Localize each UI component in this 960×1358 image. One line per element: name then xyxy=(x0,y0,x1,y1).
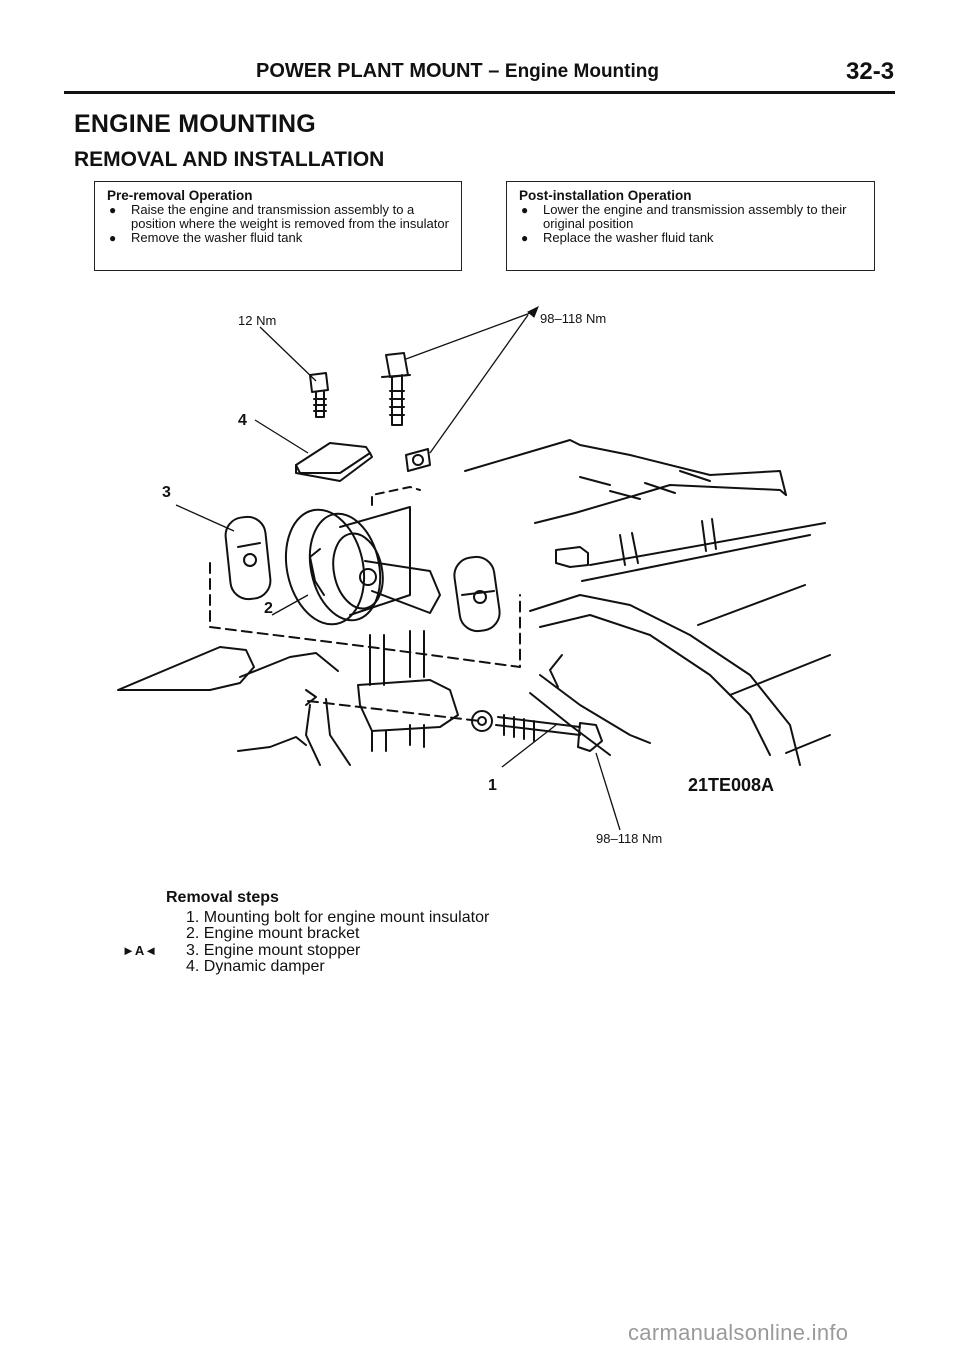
bolt-12nm xyxy=(309,372,329,393)
post-installation-title: Post-installation Operation xyxy=(519,188,692,203)
pre-removal-item-text: Raise the engine and transmission assemb… xyxy=(131,202,449,231)
mount-bracket xyxy=(284,508,366,626)
removal-steps: Removal steps 1. Mounting bolt for engin… xyxy=(122,889,490,976)
callout-2: 2 xyxy=(264,600,273,617)
removal-step: 2. Engine mount bracket xyxy=(186,925,360,942)
page-number: 32-3 xyxy=(846,58,895,85)
page-subtitle: REMOVAL AND INSTALLATION xyxy=(74,148,385,171)
post-installation-item-text: Replace the washer fluid tank xyxy=(543,230,714,245)
header-rule xyxy=(64,91,895,94)
removal-step-text: 3. Engine mount stopper xyxy=(186,941,361,959)
figure-code: 21TE008A xyxy=(688,775,774,795)
pre-removal-item: ● Remove the washer fluid tank xyxy=(107,230,451,246)
bullet-icon: ● xyxy=(109,231,117,245)
callout-3: 3 xyxy=(162,484,171,501)
pre-removal-item-text: Remove the washer fluid tank xyxy=(131,230,303,245)
torque-label-top-right: 98–118 Nm xyxy=(540,311,606,326)
subsection-title: Engine Mounting xyxy=(504,61,659,82)
section-header: POWER PLANT MOUNT – Engine Mounting xyxy=(256,60,659,83)
pre-removal-title: Pre-removal Operation xyxy=(107,188,253,203)
bullet-icon: ● xyxy=(521,231,529,245)
header-separator: – xyxy=(488,60,500,82)
chassis-outline xyxy=(117,646,255,691)
removal-step: 4. Dynamic damper xyxy=(186,958,325,975)
bullet-icon: ● xyxy=(109,203,117,217)
pre-removal-box: Pre-removal Operation ● Raise the engine… xyxy=(94,181,462,271)
bolt-98-118-top xyxy=(385,352,409,378)
torque-label-bottom: 98–118 Nm xyxy=(596,831,662,846)
bullet-icon: ● xyxy=(521,203,529,217)
engine-outline xyxy=(464,439,787,496)
removal-steps-title: Removal steps xyxy=(166,889,279,906)
torque-label-12nm: 12 Nm xyxy=(238,313,276,328)
callout-4: 4 xyxy=(238,412,247,429)
post-installation-box: Post-installation Operation ● Lower the … xyxy=(506,181,875,271)
mounting-bolt xyxy=(495,724,581,736)
engine-mount-diagram: 12 Nm 98–118 Nm 4 3 2 1 21TE008A 98–118 … xyxy=(117,305,831,846)
post-installation-item: ● Lower the engine and transmission asse… xyxy=(519,203,864,231)
section-title: POWER PLANT MOUNT xyxy=(256,60,483,82)
watermark: carmanualsonline.info xyxy=(628,1320,849,1345)
removal-step-marked: ►A◄ 3. Engine mount stopper xyxy=(122,941,489,960)
post-installation-item-text: Lower the engine and transmission assemb… xyxy=(543,202,847,231)
removal-step: 1. Mounting bolt for engine mount insula… xyxy=(186,908,490,926)
page-title: ENGINE MOUNTING xyxy=(74,110,316,138)
dynamic-damper xyxy=(295,442,371,474)
callout-1: 1 xyxy=(488,777,497,794)
pre-removal-item: ● Raise the engine and transmission asse… xyxy=(107,203,451,231)
service-point-marker: ►A◄ xyxy=(122,942,158,958)
post-installation-item: ● Replace the washer fluid tank xyxy=(519,230,864,246)
mount-stopper xyxy=(224,515,272,601)
